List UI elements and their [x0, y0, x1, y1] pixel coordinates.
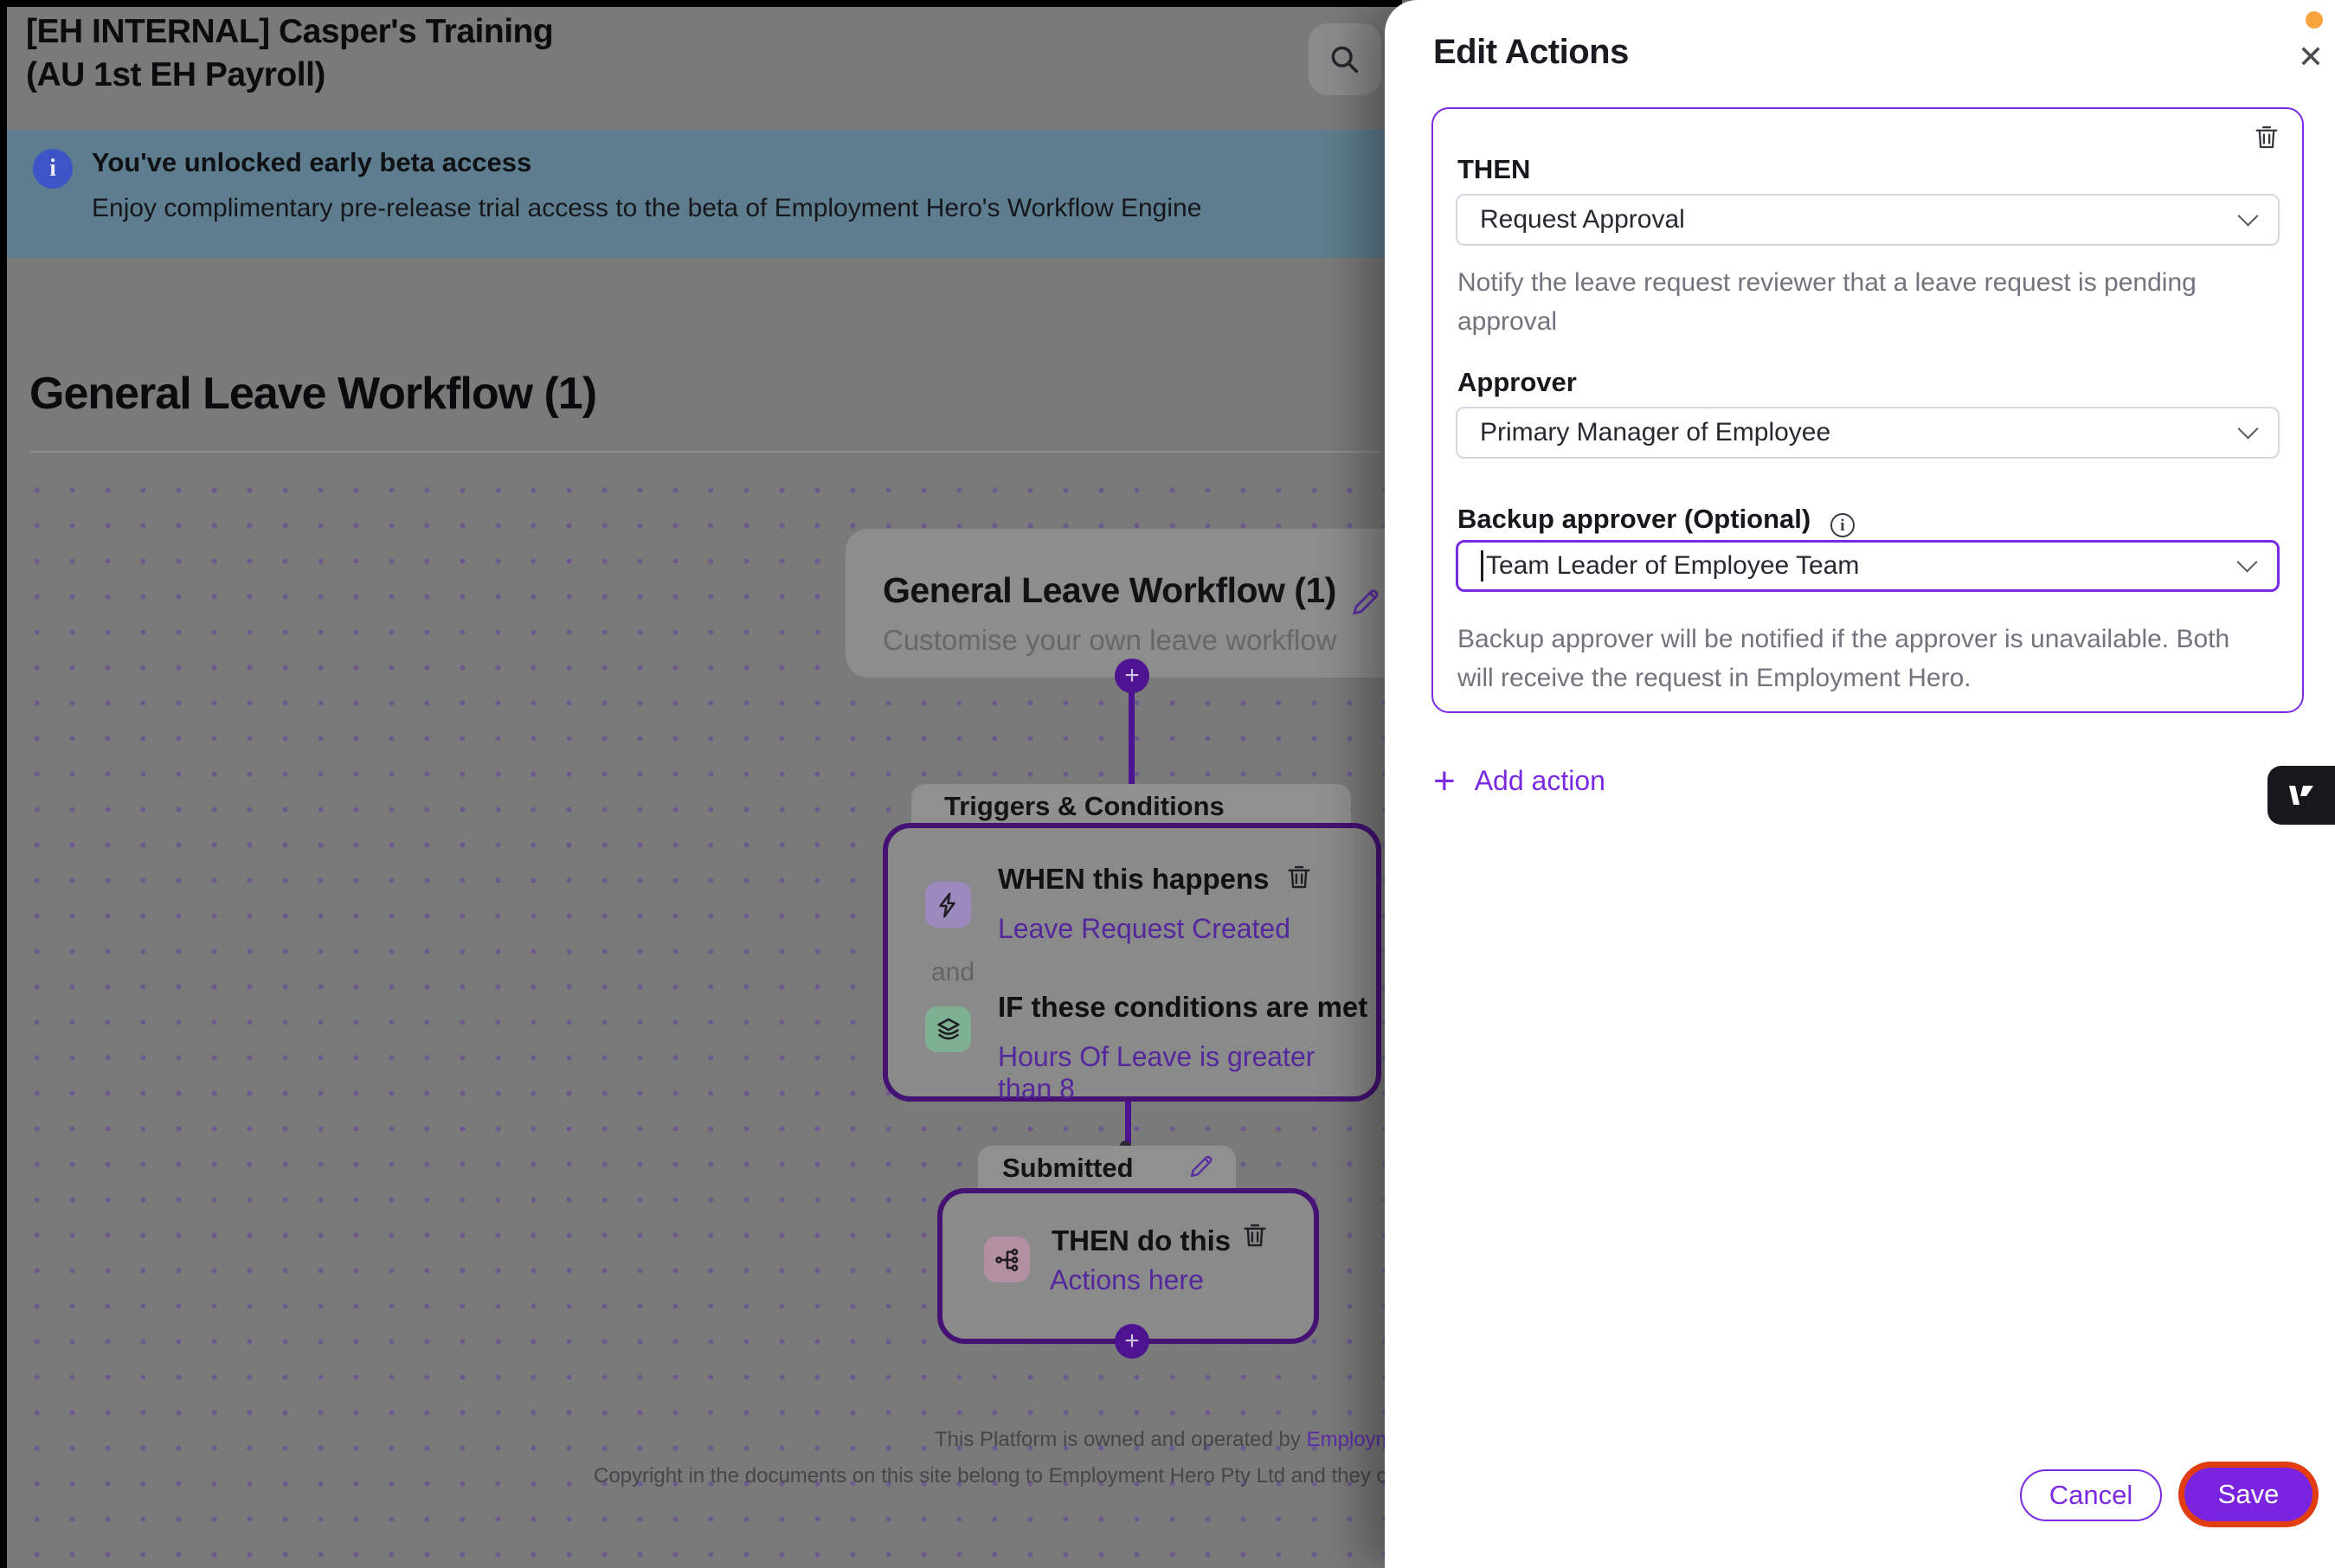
- triggers-tab-label: Triggers & Conditions: [944, 791, 1225, 821]
- panel-title: Edit Actions: [1433, 33, 1629, 71]
- approver-select[interactable]: Primary Manager of Employee: [1456, 407, 2280, 459]
- conditions-layers-icon: [925, 1006, 971, 1052]
- connector-line-1: [1129, 675, 1135, 836]
- chevron-down-icon: [2237, 418, 2259, 440]
- root-card-subtitle: Customise your own leave workflow: [883, 624, 1337, 656]
- and-connector-label: and: [931, 958, 975, 986]
- triggers-node-card[interactable]: WHEN this happens Leave Request Created …: [883, 823, 1381, 1104]
- trash-icon[interactable]: [1284, 863, 1314, 892]
- info-icon: i: [33, 149, 73, 189]
- when-value-link[interactable]: Leave Request Created: [998, 913, 1290, 944]
- action-type-help-text: Notify the leave request reviewer that a…: [1457, 268, 2197, 336]
- heading-divider: [29, 451, 1380, 453]
- root-card-title: General Leave Workflow (1): [883, 570, 1336, 610]
- search-button[interactable]: [1309, 23, 1381, 95]
- trash-icon[interactable]: [1240, 1221, 1270, 1250]
- footer-line1-text: This Platform is owned and operated by: [935, 1428, 1307, 1451]
- save-button[interactable]: Save: [2184, 1468, 2312, 1521]
- close-icon[interactable]: ✕: [2292, 38, 2330, 76]
- then-value-link[interactable]: Actions here: [1050, 1264, 1204, 1295]
- page-title: [EH INTERNAL] Casper's Training (AU 1st …: [26, 10, 554, 97]
- add-node-button-1[interactable]: +: [1115, 659, 1149, 693]
- backup-approver-label-text: Backup approver (Optional): [1457, 504, 1811, 534]
- submitted-node-card[interactable]: THEN do this Actions here: [937, 1188, 1319, 1344]
- banner-description: Enjoy complimentary pre-release trial ac…: [92, 194, 1202, 222]
- notification-dot: [2306, 11, 2323, 29]
- footer-line2: Copyright in the documents on this site …: [594, 1464, 1457, 1488]
- add-action-button[interactable]: + Add action: [1433, 759, 1605, 802]
- action-type-value: Request Approval: [1480, 205, 1685, 234]
- add-node-button-2[interactable]: +: [1115, 1324, 1149, 1359]
- approver-field-label: Approver: [1457, 367, 1577, 397]
- triggers-node-tab[interactable]: Triggers & Conditions: [911, 784, 1351, 827]
- submitted-node-tab[interactable]: Submitted: [978, 1146, 1236, 1189]
- edit-pencil-icon[interactable]: [1349, 586, 1384, 620]
- search-icon: [1328, 42, 1362, 77]
- edit-pencil-icon[interactable]: [1187, 1153, 1217, 1182]
- if-title: IF these conditions are met: [998, 991, 1368, 1023]
- footer-line1: This Platform is owned and operated by E…: [935, 1428, 1422, 1452]
- text-caret: [1481, 550, 1483, 582]
- approver-value: Primary Manager of Employee: [1480, 418, 1831, 447]
- action-card: THEN Request Approval Notify the leave r…: [1431, 107, 2304, 713]
- submitted-tab-label: Submitted: [1002, 1153, 1134, 1183]
- cancel-button[interactable]: Cancel: [2020, 1469, 2162, 1521]
- window-edge-top: [0, 0, 1402, 7]
- then-title: THEN do this: [1052, 1224, 1232, 1256]
- add-action-label: Add action: [1474, 765, 1605, 796]
- banner-title: You've unlocked early beta access: [92, 147, 532, 177]
- backup-approver-value: Team Leader of Employee Team: [1486, 551, 1860, 580]
- trigger-bolt-icon: [925, 882, 971, 928]
- w-logo-icon: [2284, 782, 2319, 808]
- delete-action-trash-icon[interactable]: [2252, 123, 2281, 152]
- page-title-line2: (AU 1st EH Payroll): [26, 56, 325, 93]
- backup-approver-field-label: Backup approver (Optional) i: [1457, 504, 1855, 537]
- edit-actions-panel: Edit Actions ✕ THEN Request Approval Not…: [1385, 0, 2335, 1568]
- chevron-down-icon: [2237, 205, 2259, 227]
- actions-branch-icon: [984, 1237, 1030, 1282]
- backup-approver-select[interactable]: Team Leader of Employee Team: [1456, 540, 2280, 592]
- workflow-root-card[interactable]: General Leave Workflow (1) Customise you…: [846, 529, 1426, 678]
- workflow-heading: General Leave Workflow (1): [29, 369, 597, 419]
- action-type-select[interactable]: Request Approval: [1456, 194, 2280, 246]
- backup-approver-help-text: Backup approver will be notified if the …: [1457, 625, 2230, 692]
- worklife-widget-tab[interactable]: [2267, 766, 2335, 825]
- if-value-link[interactable]: Hours Of Leave is greater than 8: [998, 1041, 1315, 1104]
- plus-icon: +: [1433, 759, 1456, 802]
- info-icon[interactable]: i: [1830, 513, 1855, 537]
- when-title: WHEN this happens: [998, 863, 1270, 895]
- chevron-down-icon: [2236, 551, 2258, 573]
- page-title-line1: [EH INTERNAL] Casper's Training: [26, 13, 554, 50]
- window-edge-left: [0, 0, 7, 1568]
- then-field-label: THEN: [1457, 154, 1531, 184]
